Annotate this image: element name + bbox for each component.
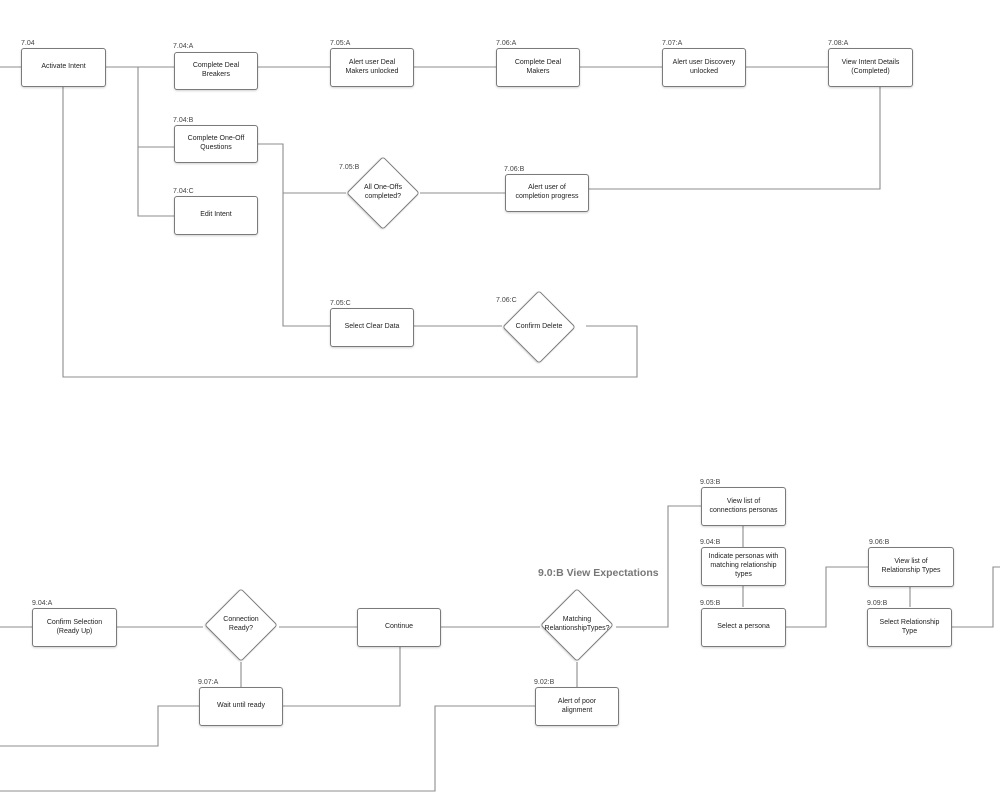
alert-poor-alignment-box[interactable]: Alert of poor alignment bbox=[535, 687, 619, 726]
step-code: 7.07:A bbox=[662, 40, 683, 47]
wait-until-ready-box[interactable]: Wait until ready bbox=[199, 687, 283, 726]
matching-relationship-types-decision[interactable]: Matching RelantionshipTypes? bbox=[539, 587, 615, 663]
edit-intent-box[interactable]: Edit Intent bbox=[174, 196, 258, 235]
alert-deal-makers-unlocked-box[interactable]: Alert user Deal Makers unlocked bbox=[330, 48, 414, 87]
confirm-selection-box[interactable]: Confirm Selection (Ready Up) bbox=[32, 608, 117, 647]
decision-label: Confirm Delete bbox=[515, 322, 563, 330]
complete-one-off-questions-box[interactable]: Complete One-Off Questions bbox=[174, 125, 258, 163]
step-code: 7.05:B bbox=[339, 164, 360, 171]
step-code: 9.02:B bbox=[534, 679, 555, 686]
step-code: 9.04:A bbox=[32, 600, 53, 607]
select-persona-box[interactable]: Select a persona bbox=[701, 608, 786, 647]
all-one-offs-decision[interactable]: All One-Offs completed? bbox=[345, 155, 421, 231]
view-connections-personas-box[interactable]: View list of connections personas bbox=[701, 487, 786, 526]
select-relationship-type-box[interactable]: Select Relationship Type bbox=[867, 608, 952, 647]
complete-deal-makers-box[interactable]: Complete Deal Makers bbox=[496, 48, 580, 87]
step-code: 9.09:B bbox=[867, 600, 888, 607]
decision-label: Matching RelantionshipTypes? bbox=[544, 616, 610, 632]
step-code: 9.04:B bbox=[700, 539, 721, 546]
step-code: 7.04:A bbox=[173, 43, 194, 50]
view-relationship-types-box[interactable]: View list of Relationship Types bbox=[868, 547, 954, 587]
step-code: 7.04:B bbox=[173, 117, 194, 124]
step-code: 7.06:C bbox=[496, 297, 517, 304]
decision-label: Connection Ready? bbox=[223, 616, 259, 632]
step-code: 7.08:A bbox=[828, 40, 849, 47]
decision-label: All One-Offs completed? bbox=[364, 184, 402, 200]
section-title: 9.0:B View Expectations bbox=[538, 567, 659, 579]
step-code: 7.05:C bbox=[330, 300, 351, 307]
alert-discovery-unlocked-box[interactable]: Alert user Discovery unlocked bbox=[662, 48, 746, 87]
indicate-matching-personas-box[interactable]: Indicate personas with matching relation… bbox=[701, 547, 786, 586]
complete-deal-breakers-box[interactable]: Complete Deal Breakers bbox=[174, 52, 258, 90]
step-code: 9.03:B bbox=[700, 479, 721, 486]
step-code: 7.06:A bbox=[496, 40, 517, 47]
step-code: 7.06:B bbox=[504, 166, 525, 173]
step-code: 7.04:C bbox=[173, 188, 194, 195]
continue-box[interactable]: Continue bbox=[357, 608, 441, 647]
activate-intent-box[interactable]: Activate Intent bbox=[21, 48, 106, 87]
step-code: 7.04 bbox=[21, 40, 35, 47]
step-code: 7.05:A bbox=[330, 40, 351, 47]
select-clear-data-box[interactable]: Select Clear Data bbox=[330, 308, 414, 347]
confirm-delete-decision[interactable]: Confirm Delete bbox=[501, 289, 577, 365]
step-code: 9.07:A bbox=[198, 679, 219, 686]
view-intent-details-box[interactable]: View Intent Details (Completed) bbox=[828, 48, 913, 87]
connection-ready-decision[interactable]: Connection Ready? bbox=[203, 587, 279, 663]
alert-completion-progress-box[interactable]: Alert user of completion progress bbox=[505, 174, 589, 212]
step-code: 9.05:B bbox=[700, 600, 721, 607]
step-code: 9.06:B bbox=[869, 539, 890, 546]
